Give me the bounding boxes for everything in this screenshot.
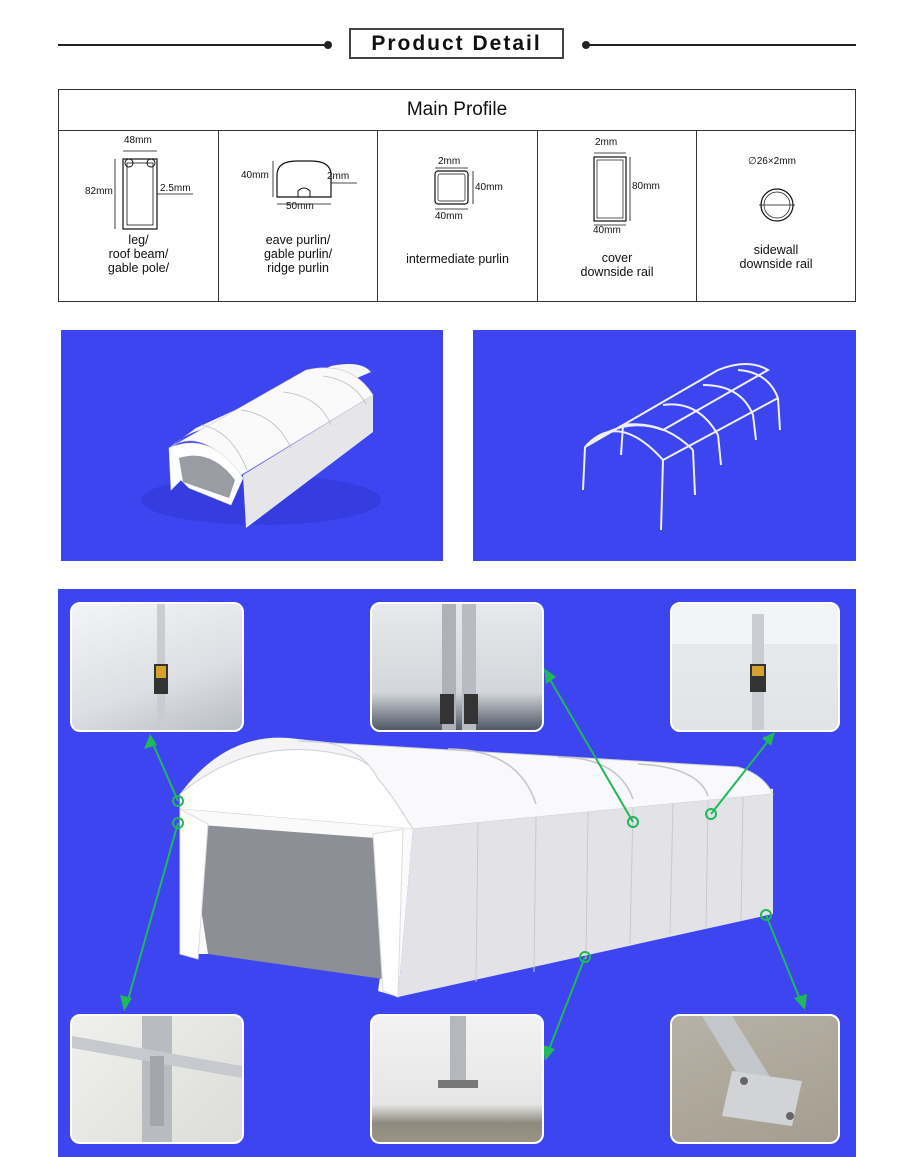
eave-purlin-label: eave purlin/ gable purlin/ ridge purlin <box>263 233 333 275</box>
leg-base-detail <box>370 1014 544 1144</box>
tent-render-covered <box>61 330 443 561</box>
cover-width-dim: 40mm <box>593 225 621 236</box>
profile-cell-eave-purlin: 40mm 2mm 50mm eave purlin/ gable purlin/… <box>219 131 378 302</box>
leg-height-dim: 82mm <box>85 186 113 197</box>
corner-ratchet-detail <box>70 602 244 732</box>
sidewall-rail-label: sidewall downside rail <box>739 243 813 271</box>
profile-cell-leg: 48mm 82mm 2.5mm leg/ roof beam/ gable po… <box>59 131 219 302</box>
intermediate-purlin-profile-diagram <box>434 167 474 210</box>
eave-wall-dim: 2mm <box>327 171 350 182</box>
sidewall-diameter-dim: ∅26×2mm <box>748 156 796 167</box>
base-plate-detail <box>670 1014 840 1144</box>
leg-wall-dim: 2.5mm <box>160 183 191 194</box>
header-line-right <box>588 44 856 46</box>
sidewall-ratchet-detail <box>670 602 840 732</box>
intermediate-height-dim: 40mm <box>475 182 503 193</box>
frame-joint-detail <box>70 1014 244 1144</box>
tent-render-frame <box>473 330 856 561</box>
profile-cell-cover-rail: 2mm 80mm 40mm cover downside rail <box>538 131 697 302</box>
main-profile-title: Main Profile <box>59 90 855 131</box>
sidewall-rail-profile-diagram <box>759 188 795 222</box>
profile-cell-intermediate-purlin: 2mm 40mm 40mm intermediate purlin <box>378 131 538 302</box>
tent-frame-illustration <box>582 363 781 531</box>
covered-tent-illustration <box>141 364 381 528</box>
header-dot-left <box>324 41 332 49</box>
leg-profile-diagram <box>114 150 193 230</box>
eave-width-dim: 50mm <box>286 201 314 212</box>
detail-panel <box>58 589 856 1157</box>
leg-width-dim: 48mm <box>124 135 152 146</box>
eave-purlin-profile-diagram <box>272 160 357 205</box>
ridge-ratchet-detail <box>370 602 544 732</box>
header-dot-right <box>582 41 590 49</box>
cover-rail-label: cover downside rail <box>580 251 654 279</box>
page-title: Product Detail <box>349 28 564 59</box>
header-line-left <box>58 44 330 46</box>
cover-rail-profile-diagram <box>593 152 631 226</box>
intermediate-width-dim: 40mm <box>435 211 463 222</box>
main-profile-table: Main Profile 48mm 82mm 2.5mm leg/ roof b… <box>58 89 856 302</box>
intermediate-purlin-label: intermediate purlin <box>406 252 509 266</box>
intermediate-wall-dim: 2mm <box>438 156 461 167</box>
profile-cell-sidewall-rail: ∅26×2mm sidewall downside rail <box>697 131 855 302</box>
detail-tent-illustration <box>120 668 807 1061</box>
cover-height-dim: 80mm <box>632 181 660 192</box>
leg-label: leg/ roof beam/ gable pole/ <box>107 233 170 275</box>
eave-height-dim: 40mm <box>241 170 269 181</box>
cover-wall-dim: 2mm <box>595 137 618 148</box>
